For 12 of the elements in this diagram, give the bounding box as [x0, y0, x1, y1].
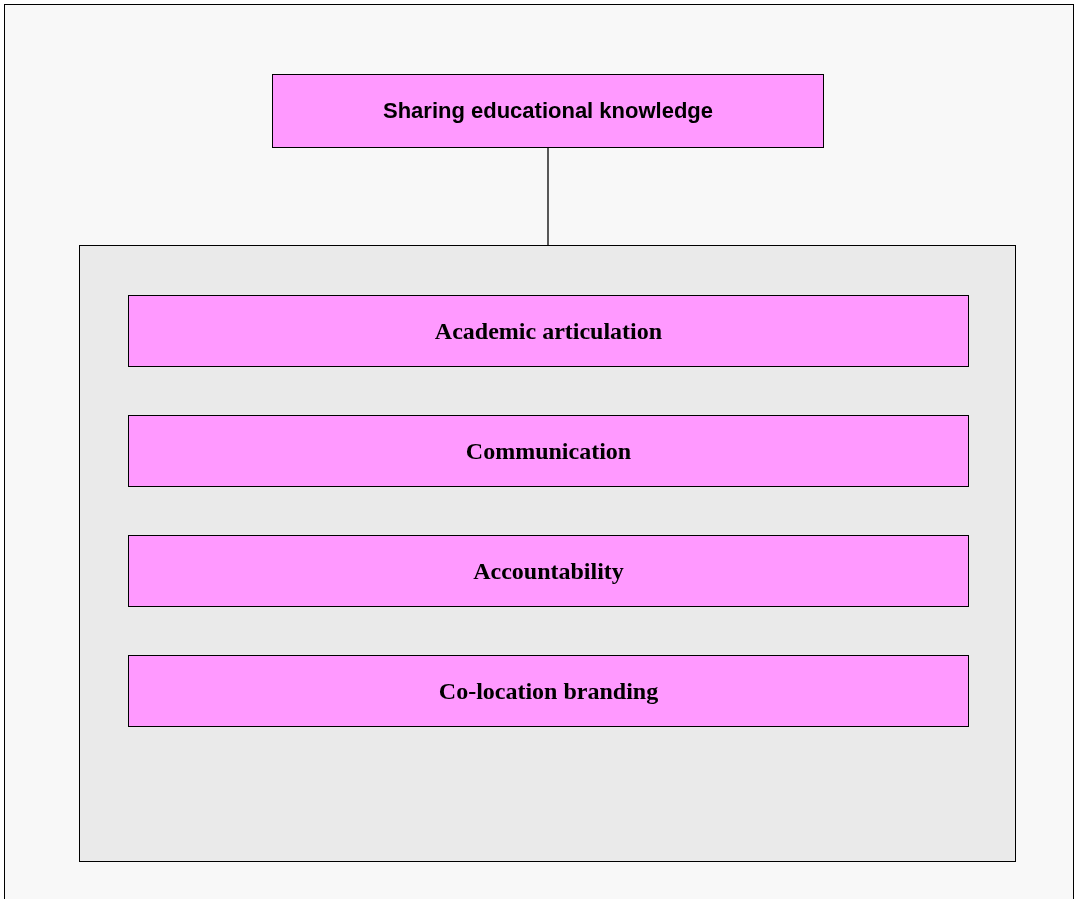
topic-box — [128, 295, 969, 367]
box-label: Sharing educational knowledge — [382, 98, 714, 124]
topic-box — [272, 74, 824, 148]
box-label: Communication — [465, 437, 632, 465]
box-label: Accountability — [473, 557, 624, 585]
group-panel — [79, 245, 1016, 862]
box-label: Co-location branding — [438, 677, 659, 705]
box-label: Academic articulation — [434, 317, 663, 345]
topic-box — [128, 415, 969, 487]
connector-line — [547, 147, 549, 246]
topic-box — [128, 535, 969, 607]
topic-box — [128, 655, 969, 727]
